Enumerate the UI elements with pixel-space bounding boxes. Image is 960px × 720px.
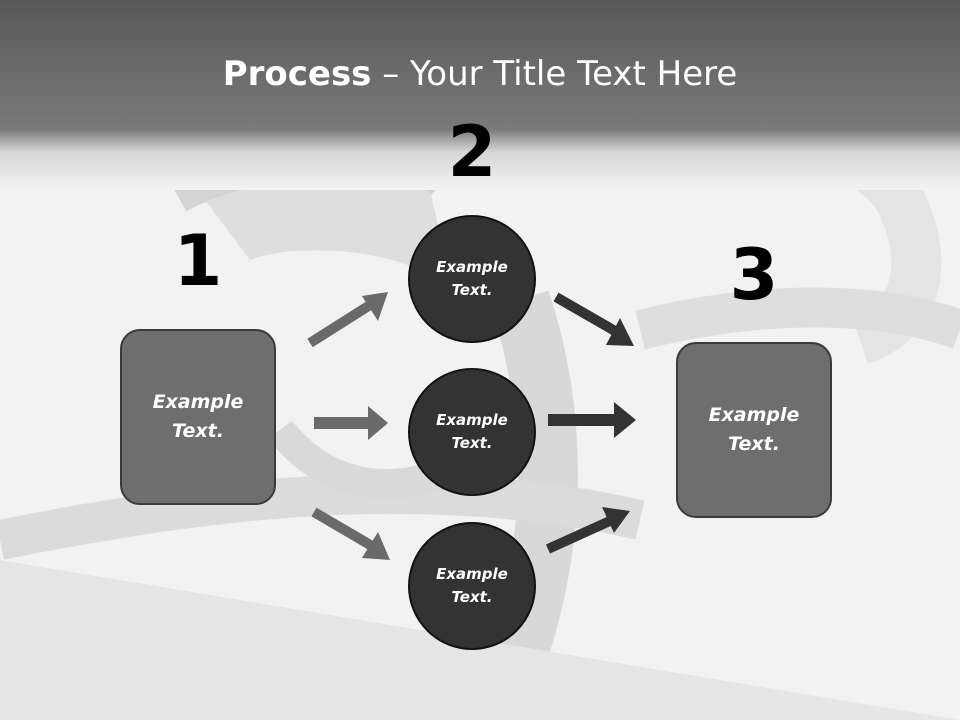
arrow-from-circle-2 [548,402,636,438]
input-box-line2: Text. [172,420,224,442]
circle-2-line1: Example [436,411,508,429]
output-box-line1: Example [708,404,800,426]
circle-2-line2: Text. [451,434,493,452]
circle-3-line1: Example [436,565,508,583]
input-box: Example Text. [120,329,276,505]
arrow-to-circle-2 [314,406,388,440]
input-box-line1: Example [152,391,244,413]
circle-1-line2: Text. [451,281,493,299]
arrow-to-circle-1 [307,292,388,348]
step-number-2: 2 [447,111,497,193]
circle-1-line1: Example [436,258,508,276]
process-circle-3: Example Text. [408,522,536,650]
output-box: Example Text. [676,342,832,518]
title-rest: – Your Title Text Here [371,54,738,94]
output-box-line2: Text. [728,433,780,455]
title-bold: Process [222,54,372,94]
step-number-3: 3 [729,234,779,316]
process-circle-1: Example Text. [408,215,536,343]
arrow-from-circle-1 [553,292,634,346]
process-circle-2: Example Text. [408,368,536,496]
circle-3-line2: Text. [451,588,493,606]
arrow-to-circle-3 [311,507,390,560]
slide-title: Process – Your Title Text Here [0,52,960,96]
step-number-1: 1 [173,220,223,302]
arrow-from-circle-3 [545,507,630,554]
